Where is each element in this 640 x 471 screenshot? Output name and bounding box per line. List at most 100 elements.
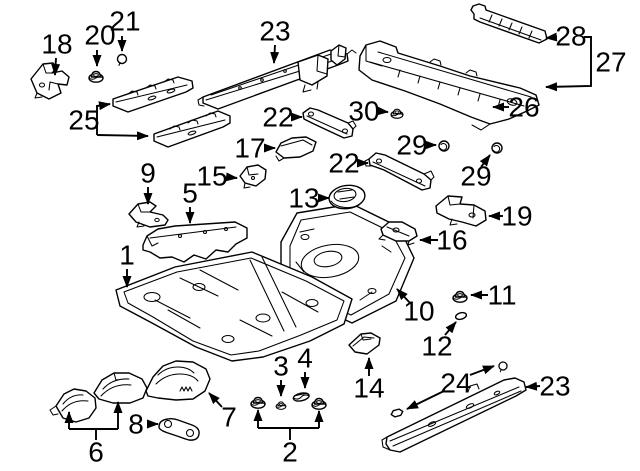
clip-3: [275, 401, 287, 410]
part-bracket-15: [239, 164, 267, 189]
part-link-8: [158, 417, 200, 441]
part-bracket-18: [30, 62, 70, 100]
fastener-29-lower: [491, 142, 503, 154]
callout-label-16: 16: [436, 225, 467, 256]
part-plate-14: [348, 332, 381, 355]
part-crossmember-reinforcement-28: [470, 3, 548, 44]
callout-24[interactable]: 24: [406, 365, 495, 410]
callout-25[interactable]: 25: [68, 101, 149, 141]
callout-label-22-lower: 22: [328, 148, 359, 179]
callout-label-30: 30: [348, 96, 379, 127]
callout-label-19: 19: [501, 201, 532, 232]
leader-line-18: [51, 57, 61, 76]
callout-label-18: 18: [41, 29, 72, 60]
callout-label-9: 9: [140, 158, 156, 189]
part-heat-shield-6-left: [49, 388, 97, 423]
callout-23-top[interactable]: 23: [259, 16, 291, 64]
grommet-11: [452, 290, 468, 303]
callout-8[interactable]: 8: [128, 409, 159, 440]
callout-6[interactable]: 6: [64, 401, 123, 468]
callout-18[interactable]: 18: [41, 29, 73, 76]
callout-label-2: 2: [282, 437, 298, 468]
part-rocker-sill-23: [381, 377, 527, 453]
leader-line-27: [545, 36, 592, 92]
leader-line-23-bottom: [525, 381, 541, 391]
callout-9[interactable]: 9: [140, 158, 156, 205]
callout-label-26: 26: [508, 92, 539, 123]
leader-line-30: [376, 106, 389, 116]
callout-20[interactable]: 20: [84, 20, 116, 67]
callout-23-bottom[interactable]: 23: [525, 371, 571, 402]
callout-5[interactable]: 5: [182, 178, 198, 224]
clip-24-lower: [389, 407, 405, 419]
plug-12: [454, 310, 468, 322]
callout-label-29-lower: 29: [460, 161, 491, 192]
callout-label-21: 21: [109, 6, 140, 37]
part-front-floor-pan: [115, 251, 353, 362]
callout-label-12: 12: [421, 331, 452, 362]
callout-22-upper[interactable]: 22: [262, 102, 303, 133]
callout-1[interactable]: 1: [119, 240, 135, 288]
part-small-upper-bracket: [330, 44, 347, 66]
callout-label-20: 20: [84, 20, 115, 51]
part-bracket-17: [275, 136, 317, 162]
callout-label-23-bottom: 23: [539, 371, 570, 402]
callout-29-lower[interactable]: 29: [460, 154, 492, 192]
callout-label-22-upper: 22: [262, 102, 293, 133]
callout-16[interactable]: 16: [419, 225, 468, 256]
fastener-29-upper: [438, 140, 450, 152]
callout-28[interactable]: 28: [545, 21, 587, 52]
callout-17[interactable]: 17: [234, 133, 276, 164]
part-bracket-16: [378, 221, 418, 246]
callout-14[interactable]: 14: [353, 357, 385, 404]
callout-label-3: 3: [273, 351, 289, 382]
clip-24-upper: [498, 361, 508, 373]
leader-line-15: [225, 172, 238, 182]
callout-21[interactable]: 21: [109, 6, 141, 52]
callout-19[interactable]: 19: [488, 201, 533, 232]
part-floor-side-member-lower: [153, 110, 231, 148]
callout-label-13: 13: [288, 183, 319, 214]
callout-label-10: 10: [403, 296, 434, 327]
callout-label-25: 25: [68, 105, 99, 136]
callout-27[interactable]: 27: [545, 36, 627, 92]
callout-12[interactable]: 12: [421, 321, 457, 362]
callout-4[interactable]: 4: [297, 343, 313, 389]
callout-30[interactable]: 30: [348, 96, 389, 127]
clip-21: [116, 53, 128, 67]
part-bracket-19: [435, 195, 487, 227]
leader-line-25: [96, 131, 149, 141]
part-seat-bracket-22-lower: [364, 152, 435, 191]
leader-line-24: [469, 365, 495, 376]
callout-15[interactable]: 15: [196, 161, 238, 192]
callout-label-5: 5: [182, 178, 198, 209]
leader-line-10: [396, 288, 411, 304]
callout-29-upper[interactable]: 29: [396, 130, 437, 161]
callout-label-4: 4: [297, 343, 313, 374]
part-bracket-9: [128, 201, 169, 228]
callout-22-lower[interactable]: 22: [328, 148, 369, 179]
callout-26[interactable]: 26: [492, 92, 540, 123]
leader-line-29-lower: [479, 154, 491, 168]
callout-11[interactable]: 11: [470, 280, 517, 311]
leader-line-12: [444, 321, 457, 336]
callout-label-1: 1: [119, 240, 135, 271]
callout-label-14: 14: [353, 373, 384, 404]
callout-label-11: 11: [487, 280, 516, 311]
grommet-2-left: [250, 396, 266, 409]
part-heat-shield-6-right: [93, 372, 148, 404]
callout-13[interactable]: 13: [288, 183, 330, 214]
callout-7[interactable]: 7: [208, 392, 237, 433]
leader-line-25: [96, 101, 111, 135]
callout-10[interactable]: 10: [396, 288, 435, 327]
grommet-2-right: [311, 397, 327, 410]
callout-2[interactable]: 2: [253, 409, 324, 468]
callout-label-29-upper: 29: [396, 130, 427, 161]
callout-label-7: 7: [221, 402, 237, 433]
leader-line-23-top: [270, 44, 280, 64]
callout-label-28: 28: [555, 21, 586, 52]
leader-line-7: [208, 392, 223, 408]
callout-3[interactable]: 3: [273, 351, 289, 397]
